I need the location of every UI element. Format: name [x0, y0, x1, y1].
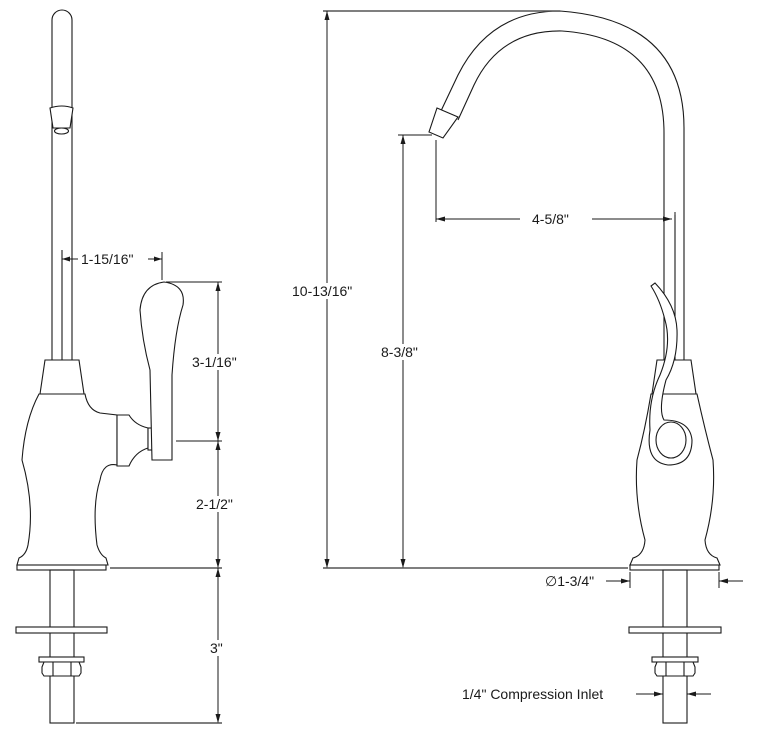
- dim-spout-reach: [435, 140, 676, 235]
- label-spout-reach: 4-5/8": [530, 211, 571, 227]
- front-gooseneck-spout: [428, 10, 685, 360]
- dim-base-diameter: [606, 572, 743, 588]
- dim-handle-offset: [61, 250, 163, 280]
- label-handle-height: 3-1/16": [190, 354, 239, 370]
- front-curved-lever: [648, 282, 693, 466]
- side-view: [15, 9, 222, 724]
- label-spout-height: 8-3/8": [379, 344, 420, 360]
- front-faucet-body: [629, 359, 721, 571]
- dim-overall-height: [323, 10, 560, 568]
- label-inlet: 1/4" Compression Inlet: [460, 686, 606, 702]
- side-faucet-body: [16, 359, 153, 571]
- dim-spout-height: [323, 134, 628, 569]
- dim-inlet: [636, 691, 711, 697]
- side-lever-handle: [139, 281, 184, 461]
- label-body-height: 2-1/2": [194, 496, 235, 512]
- front-view: [323, 10, 743, 724]
- side-spout-tube: [49, 9, 74, 360]
- label-shank-length: 3": [208, 640, 225, 656]
- label-handle-offset: 1-15/16": [79, 251, 136, 267]
- dim-shank-length: [76, 568, 222, 724]
- front-threaded-shank: [628, 569, 722, 724]
- label-overall-height: 10-13/16": [290, 283, 355, 299]
- side-threaded-shank: [15, 569, 108, 724]
- label-base-diameter: ∅1-3/4": [543, 573, 597, 589]
